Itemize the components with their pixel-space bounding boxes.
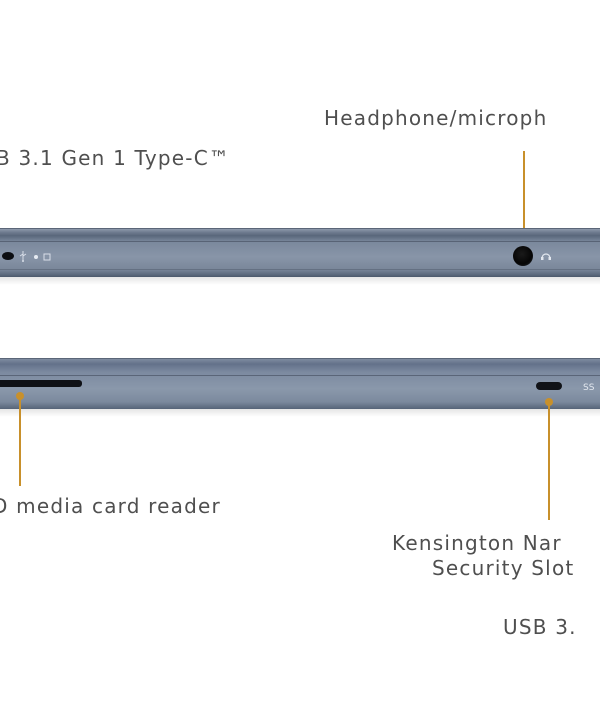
card-reader-leader-line: [19, 396, 21, 486]
bottom-strip-seam: [0, 375, 600, 376]
headphone-leader-line: [523, 151, 525, 229]
power-indicator-icon: [2, 251, 16, 264]
top-strip-shadow: [0, 277, 600, 285]
laptop-left-side-profile: [0, 228, 600, 277]
media-card-reader-label: D media card reader: [0, 494, 221, 518]
bottom-strip-shadow: [0, 409, 600, 417]
kensington-leader-line: [548, 402, 550, 520]
superspeed-usb-icon: SS: [583, 379, 597, 396]
media-card-slot: [0, 380, 82, 387]
svg-text:SS: SS: [583, 383, 595, 393]
kensington-lock-label-line2: Security Slot: [432, 556, 575, 580]
laptop-right-side-profile: SS: [0, 358, 600, 409]
battery-led-icon: [33, 253, 53, 264]
kensington-lock-label-line1: Kensington Nar: [392, 531, 562, 555]
headphone-microphone-label: Headphone/microph: [324, 106, 548, 130]
usb-trident-icon: [18, 250, 28, 265]
headset-icon: [540, 251, 552, 264]
kensington-lock-slot: [536, 382, 562, 390]
headphone-jack-port: [513, 246, 533, 266]
top-strip-seam: [0, 241, 600, 242]
usb-type-c-label: B 3.1 Gen 1 Type-C™: [0, 146, 231, 170]
usb-bottom-label: USB 3.: [503, 615, 577, 639]
top-strip-seam-lower: [0, 269, 600, 270]
